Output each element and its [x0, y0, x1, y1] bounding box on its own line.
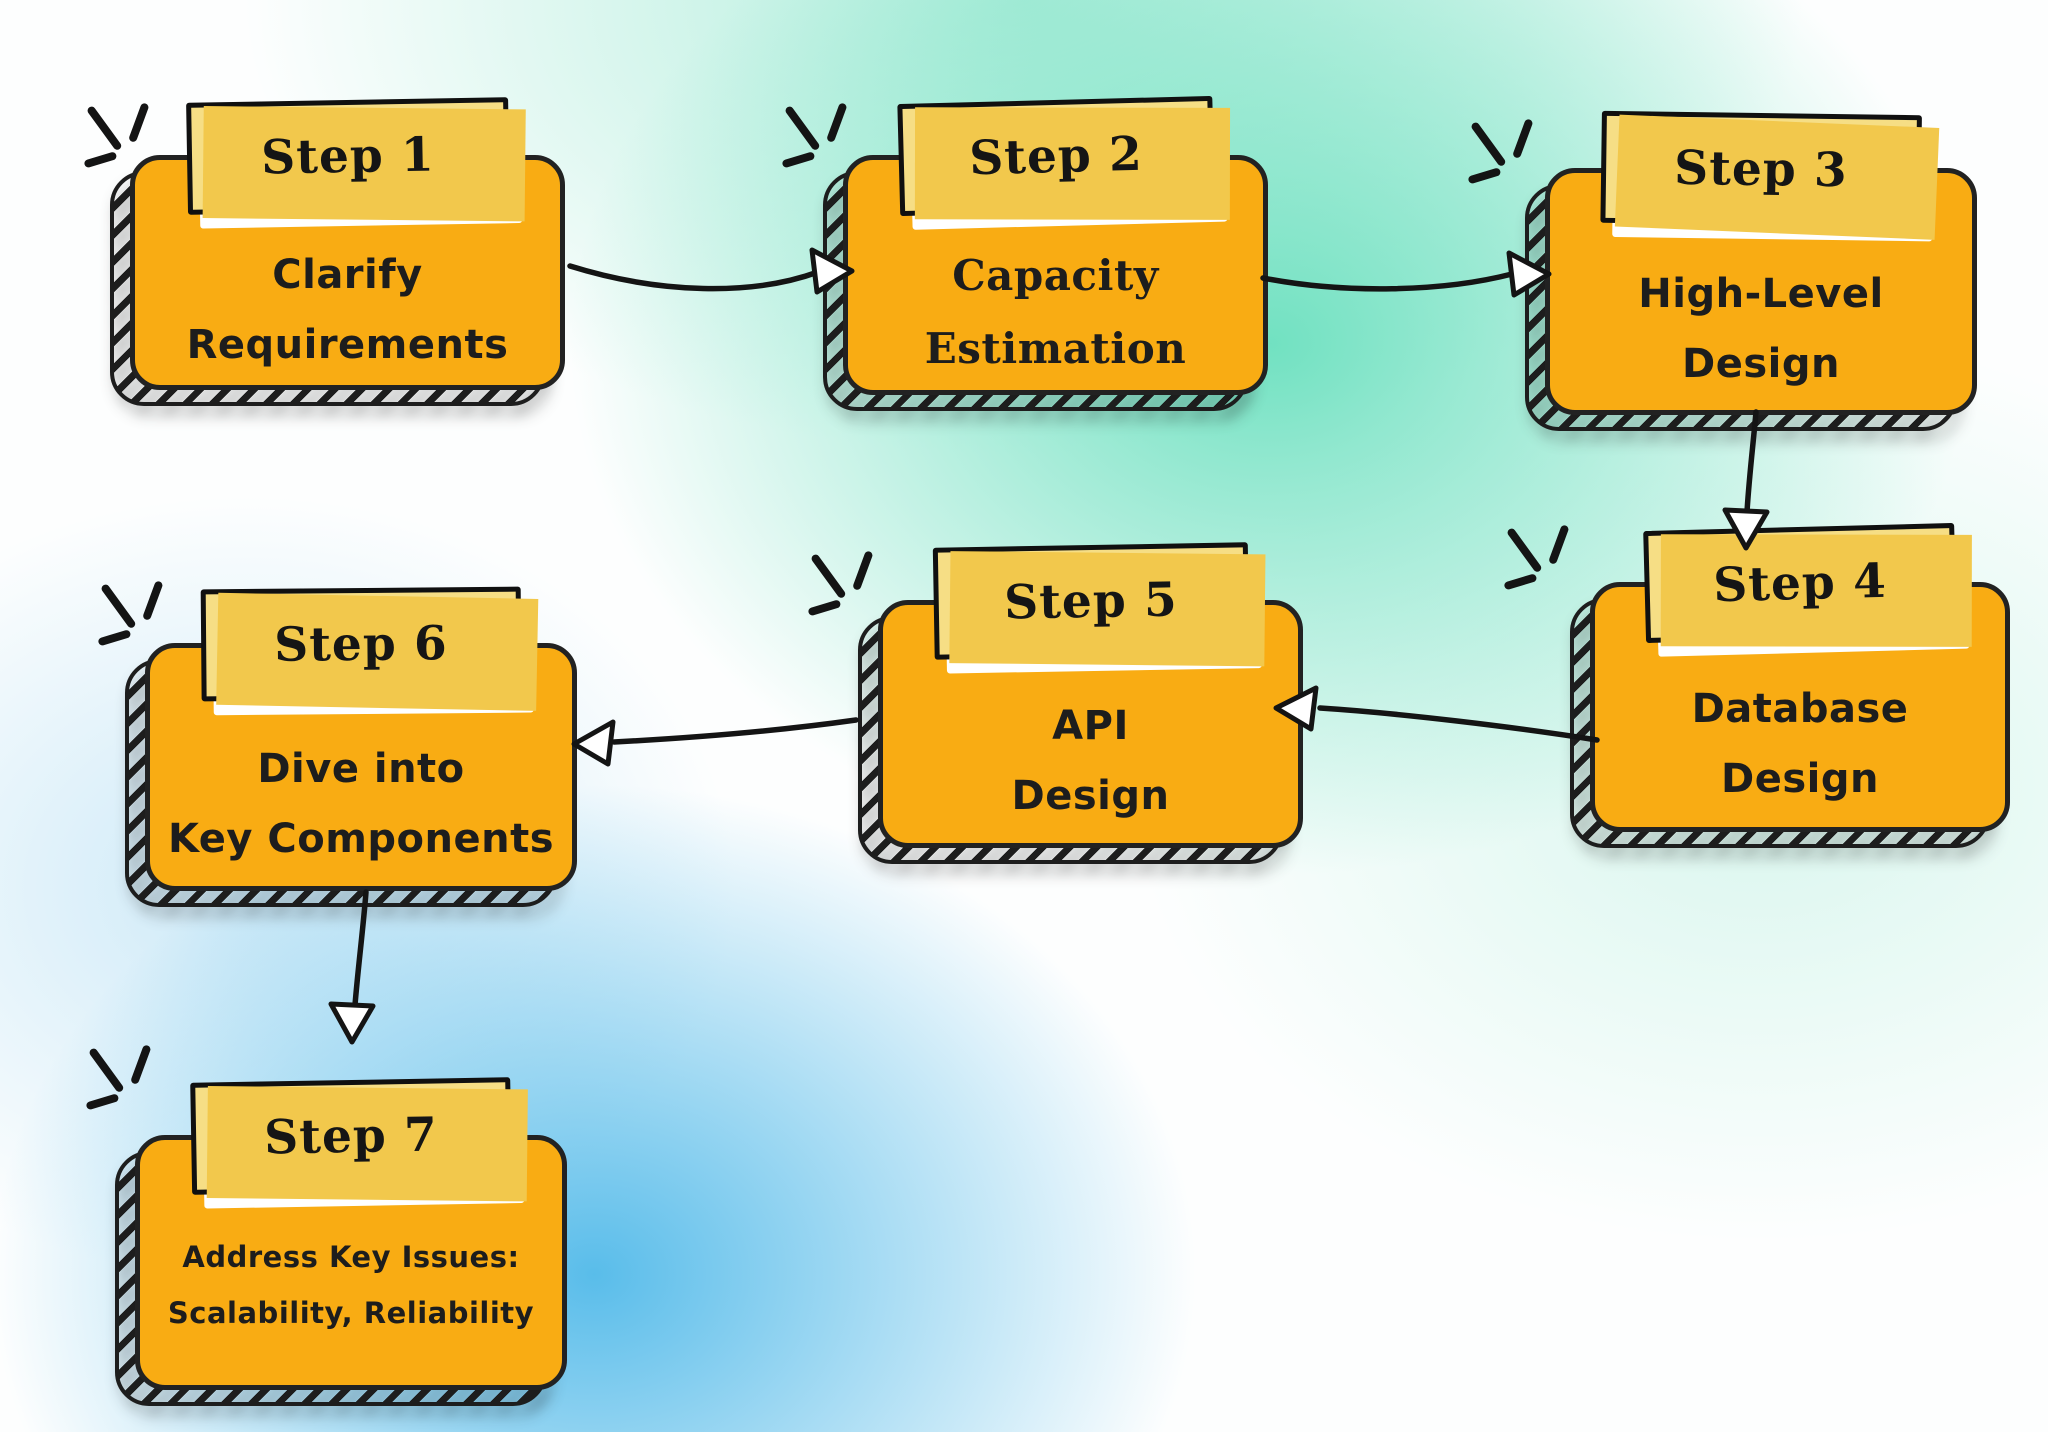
arrow-step5-to-step6 [571, 717, 859, 767]
step-card-3: High-Level Design Step 3 [1525, 110, 1977, 431]
arrow-step1-to-step2 [567, 247, 855, 295]
step-title: High-Level Design [1638, 270, 1884, 387]
step-card-7: Address Key Issues: Scalability, Reliabi… [115, 1077, 567, 1406]
step-label: Step 7 [190, 1077, 512, 1195]
step-title: Database Design [1691, 686, 1909, 802]
arrow-step2-to-step3 [1260, 250, 1552, 298]
step-label: Step 6 [200, 586, 522, 702]
step-title: Capacity Estimation [924, 250, 1187, 374]
step-title: Dive into Key Components [167, 746, 555, 862]
step-title: Address Key Issues: Scalability, Reliabi… [167, 1240, 535, 1330]
sparkle-icon [782, 103, 847, 168]
step-label-text: Step 6 [274, 615, 448, 673]
step-card-5: API Design Step 5 [858, 542, 1303, 864]
step-label: Step 2 [896, 95, 1215, 217]
sparkle-icon [1468, 119, 1533, 184]
sparkle-icon [86, 1045, 151, 1110]
step-card-2: Capacity Estimation Step 2 [823, 95, 1268, 411]
step-label-text: Step 2 [968, 126, 1143, 186]
step-label: Step 4 [1643, 522, 1957, 644]
step-label-text: Step 7 [263, 1106, 439, 1166]
step-label-text: Step 4 [1712, 553, 1888, 613]
step-label-text: Step 5 [1003, 571, 1178, 631]
sparkle-icon [84, 103, 149, 168]
arrow-step4-to-step5 [1273, 685, 1600, 743]
step-card-6: Dive into Key Components Step 6 [125, 586, 577, 907]
arrow-step6-to-step7 [328, 889, 376, 1045]
step-card-4: Database Design Step 4 [1570, 522, 2010, 848]
step-label: Step 5 [932, 542, 1249, 660]
sparkle-icon [98, 581, 163, 646]
step-title: Clarify Requirements [186, 251, 509, 368]
step-label: Step 3 [1600, 110, 1922, 228]
step-label: Step 1 [185, 97, 510, 215]
step-label-text: Step 1 [260, 126, 435, 186]
sparkle-icon [1504, 525, 1569, 590]
step-label-text: Step 3 [1673, 140, 1849, 198]
step-card-1: Clarify Requirements Step 1 [110, 97, 565, 406]
sparkle-icon [808, 551, 873, 616]
step-title: API Design [1011, 703, 1170, 819]
